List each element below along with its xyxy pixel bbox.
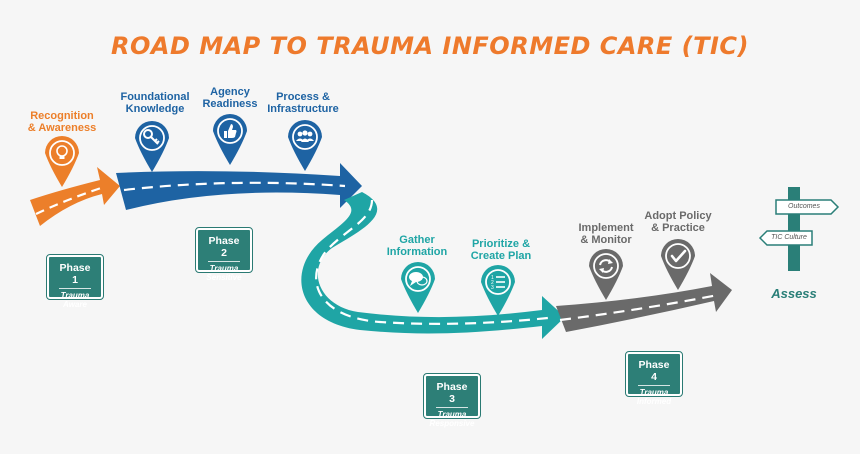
pin-marker — [135, 121, 169, 172]
milestone-label-line: Create Plan — [470, 250, 532, 262]
pin-marker — [45, 136, 79, 187]
milestone-label-line: Implement — [578, 222, 634, 234]
pin-ring — [405, 266, 431, 292]
road-gray — [556, 273, 732, 332]
pin-ring — [139, 125, 165, 151]
page-title: ROAD MAP TO TRAUMA INFORMED CARE (TIC) — [110, 32, 750, 60]
group-icon — [296, 130, 314, 142]
phase-sub-line: Responsive — [429, 419, 475, 428]
road-teal — [301, 192, 565, 339]
milestone-pin-5 — [401, 262, 435, 313]
sign-outcomes-label: Outcomes — [788, 203, 820, 210]
milestone-label-line: Information — [386, 246, 448, 258]
road-orange — [30, 167, 120, 226]
milestone-label-line: Gather — [399, 234, 435, 246]
road-orange-dashes — [35, 185, 105, 215]
milestone-pin-4 — [288, 120, 322, 171]
phase-title: Phase 2 — [208, 235, 240, 262]
milestone-label-line: Recognition — [30, 110, 94, 122]
check-icon — [670, 249, 687, 263]
milestone-label-line: & Practice — [651, 222, 705, 234]
signpost-sign-tic-culture — [758, 230, 813, 246]
milestone-label-line: Foundational — [120, 91, 190, 103]
svg-text:1: 1 — [491, 275, 494, 281]
pin-marker — [589, 249, 623, 300]
pin-marker — [481, 265, 515, 316]
milestone-label-line: Infrastructure — [267, 103, 339, 115]
pin-marker — [661, 239, 695, 290]
pin-ring — [292, 124, 318, 150]
phase-sub-line: Trauma — [60, 291, 90, 300]
milestone-label-line: & Awareness — [27, 122, 97, 134]
assess-label: Assess — [771, 286, 817, 301]
pin-ring — [485, 269, 511, 295]
phase-sub-line: Trauma — [639, 388, 669, 397]
pin-marker — [401, 262, 435, 313]
signpost-pole-top — [788, 187, 800, 197]
milestone-pin-1 — [45, 136, 79, 187]
pin-ring — [49, 140, 75, 166]
svg-text:3: 3 — [491, 285, 494, 291]
milestone-label-implement: Implement & Monitor — [551, 222, 661, 246]
chat-bubbles-icon — [409, 272, 428, 286]
milestone-label-adopt: Adopt Policy & Practice — [623, 210, 733, 234]
milestone-pin-3 — [213, 114, 247, 165]
phase-sub-line: Trauma — [437, 410, 467, 419]
lightbulb-icon — [56, 145, 68, 159]
road-gray-dashes — [559, 293, 719, 322]
milestone-label-line: Readiness — [202, 98, 258, 110]
svg-text:2: 2 — [491, 280, 494, 286]
milestone-label-line: Process & — [276, 91, 330, 103]
pin-ring — [665, 243, 691, 269]
phase-sub-line: Trauma — [209, 264, 239, 273]
milestone-label-line: Adopt Policy — [644, 210, 712, 222]
milestone-label-agency: Agency Readiness — [175, 86, 285, 110]
phase-title: Phase 1 — [59, 262, 91, 289]
thumbs-up-icon — [224, 124, 237, 138]
milestone-label-gather: Gather Information — [362, 234, 472, 258]
phase-title: Phase 3 — [436, 381, 468, 408]
pin-ring — [593, 253, 619, 279]
milestone-label-foundational: Foundational Knowledge — [100, 91, 210, 115]
key-icon — [143, 129, 160, 145]
road-teal-dashes — [315, 199, 549, 325]
phase-title: Phase 4 — [638, 359, 670, 386]
numbered-list-icon: 123 — [491, 275, 505, 291]
phase-sub-line: Sensitive — [206, 273, 242, 282]
refresh-icon — [599, 259, 613, 273]
milestone-pin-2 — [135, 121, 169, 172]
milestone-pin-8 — [661, 239, 695, 290]
milestone-label-prioritize: Prioritize & Create Plan — [446, 238, 556, 262]
phase-sub-line: Aware — [62, 300, 87, 309]
milestone-label-line: Knowledge — [125, 103, 185, 115]
milestone-label-line: Agency — [210, 86, 250, 98]
milestone-label-process: Process & Infrastructure — [248, 91, 358, 115]
pin-marker — [213, 114, 247, 165]
milestone-label-line: & Monitor — [580, 234, 632, 246]
milestone-pin-6: 123 — [481, 265, 515, 316]
pin-ring — [217, 118, 243, 144]
milestone-label-line: Prioritize & — [471, 238, 531, 250]
milestone-label-recognition: Recognition & Awareness — [7, 110, 117, 134]
signpost-sign-outcomes — [775, 199, 840, 215]
road-blue — [116, 163, 362, 210]
pin-marker — [288, 120, 322, 171]
sign-tic-culture-label: TIC Culture — [771, 234, 807, 241]
milestone-pin-7 — [589, 249, 623, 300]
phase-sub-line: Informed — [636, 397, 672, 406]
road-blue-dashes — [123, 181, 346, 192]
